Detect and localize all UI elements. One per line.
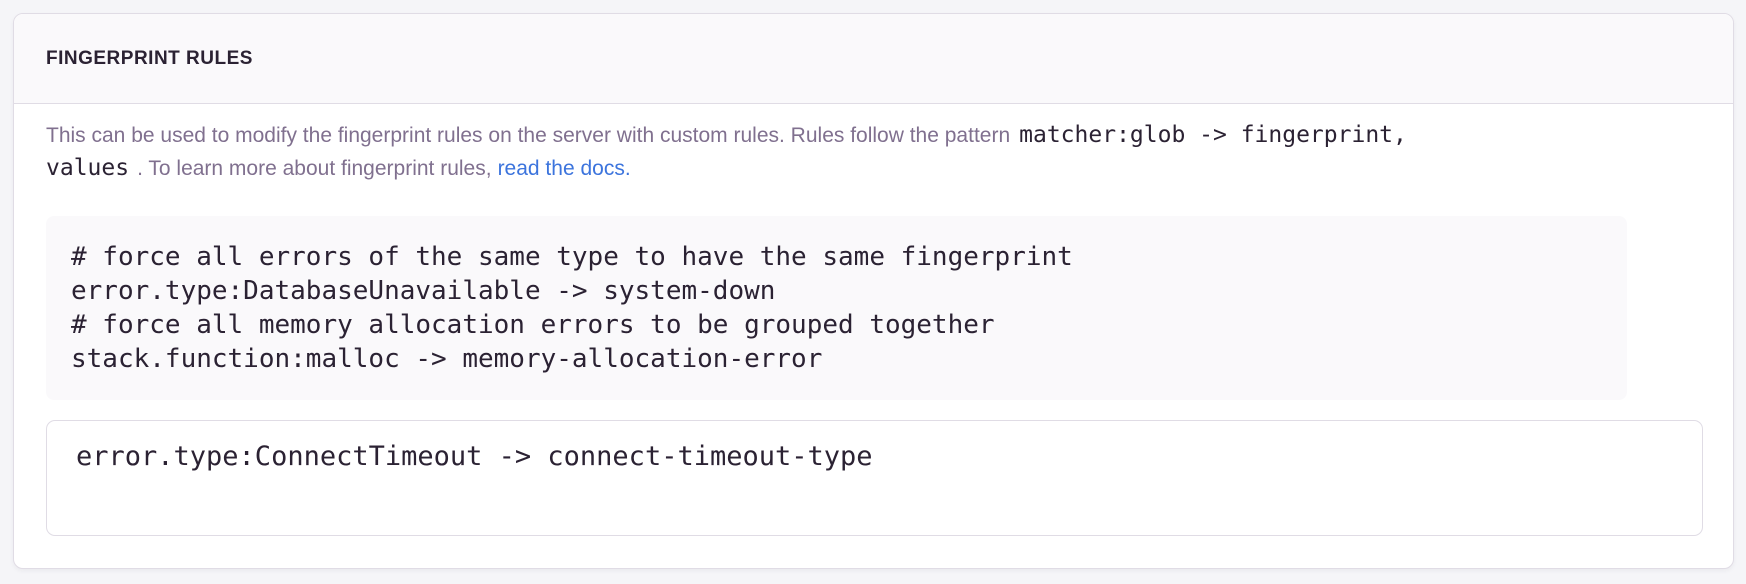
fingerprint-rules-input[interactable]: error.type:ConnectTimeout -> connect-tim… — [46, 420, 1703, 536]
example-rules-code-block: # force all errors of the same type to h… — [46, 216, 1627, 400]
panel-title: FINGERPRINT RULES — [46, 47, 253, 69]
description: This can be used to modify the fingerpri… — [46, 119, 1701, 185]
panel-body: This can be used to modify the fingerpri… — [14, 104, 1733, 568]
panel-header: FINGERPRINT RULES — [14, 14, 1733, 104]
pattern-inline-code-continued: values — [46, 155, 130, 181]
description-text-2: . To learn more about fingerprint rules, — [137, 157, 492, 180]
description-text-1: This can be used to modify the fingerpri… — [46, 124, 1011, 147]
fingerprint-rules-panel: FINGERPRINT RULES This can be used to mo… — [13, 13, 1734, 569]
pattern-inline-code: matcher:glob -> fingerprint, — [1019, 122, 1407, 148]
read-the-docs-link[interactable]: read the docs. — [497, 157, 631, 180]
